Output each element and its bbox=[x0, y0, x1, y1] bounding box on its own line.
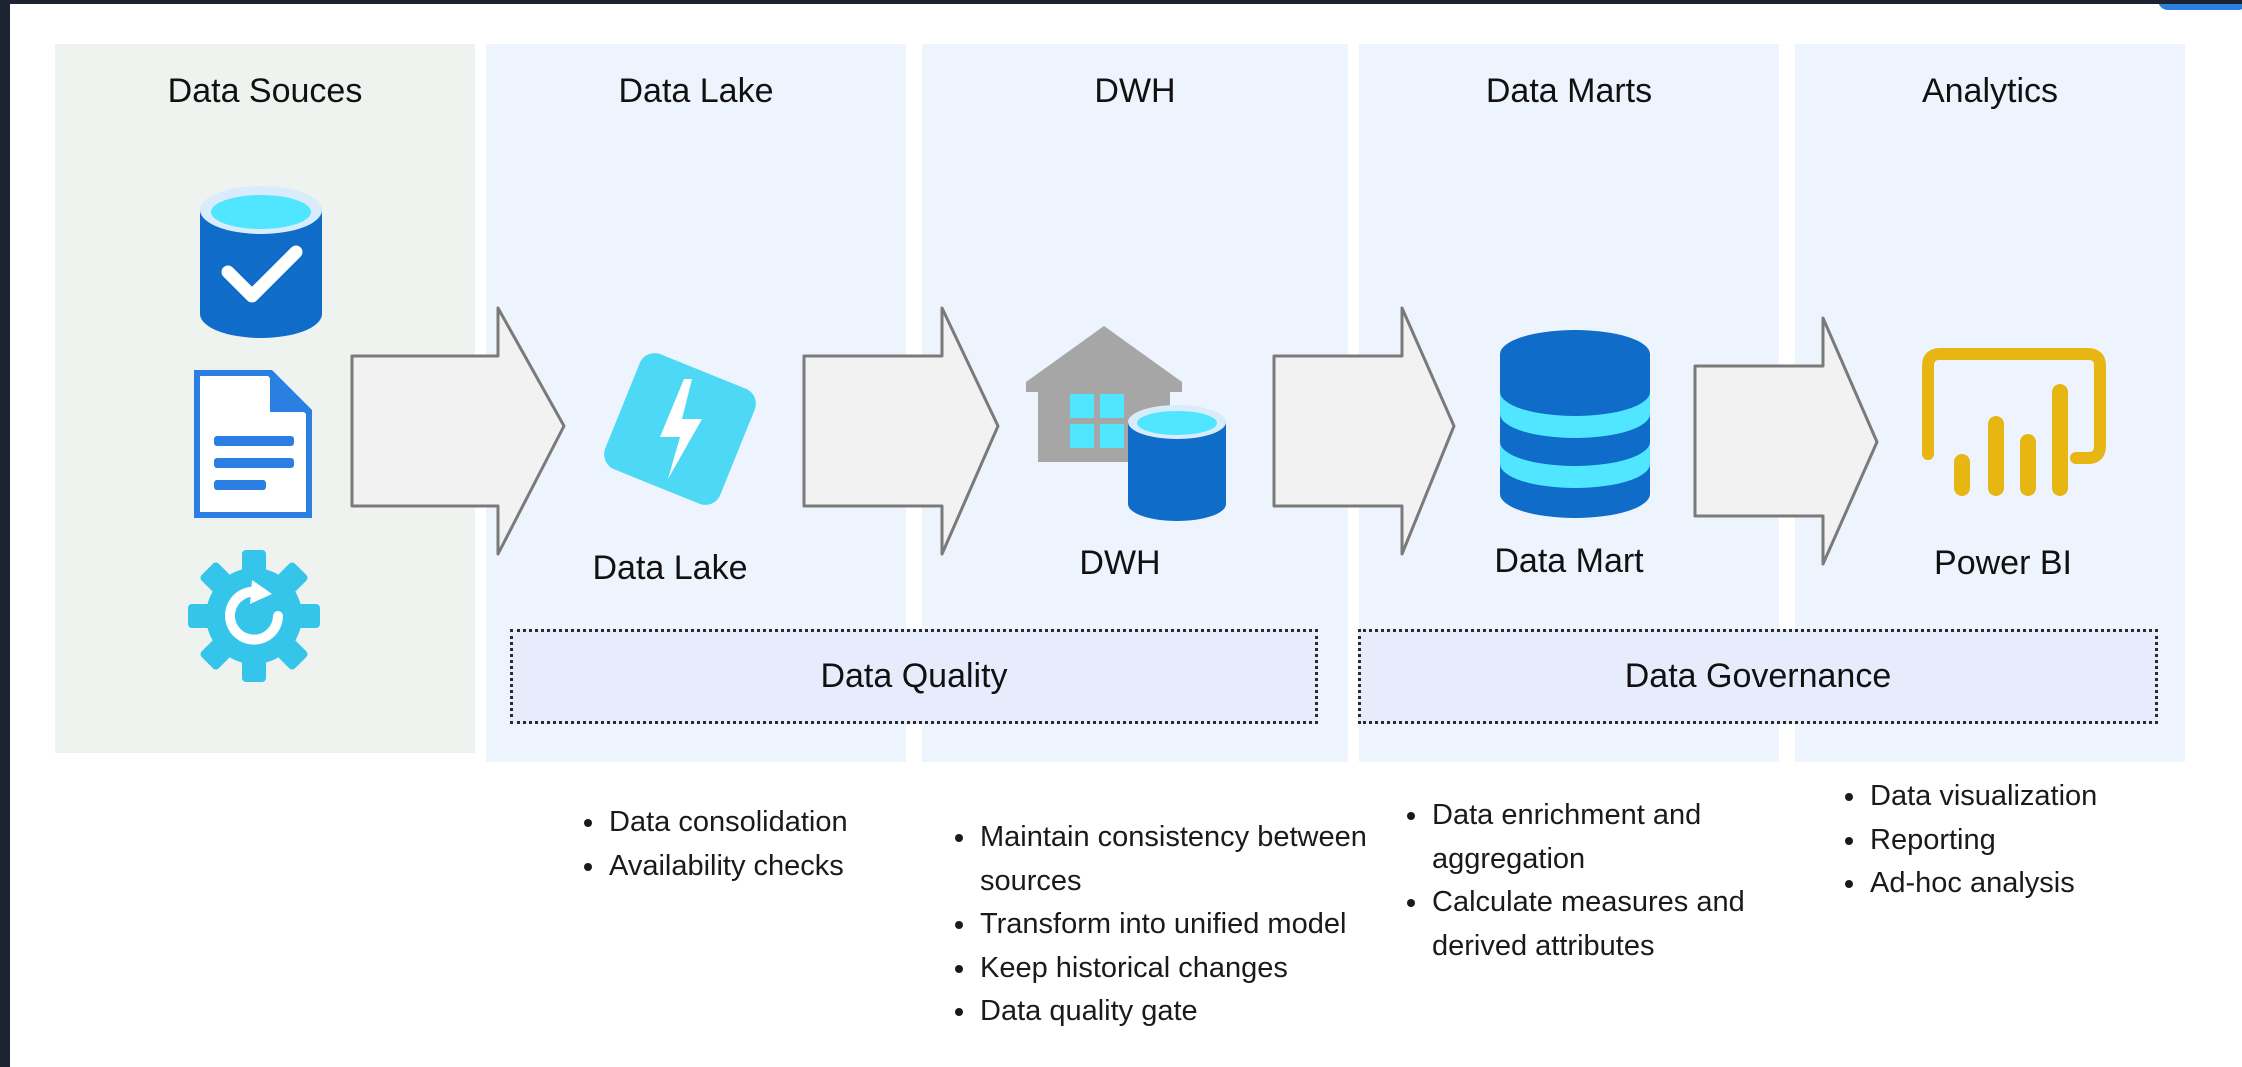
list-item: Keep historical changes bbox=[978, 947, 1410, 991]
diagram-canvas: Data Souces Data Lake DWH Data Marts Ana… bbox=[10, 4, 2242, 1067]
list-item: Transform into unified model bbox=[978, 903, 1410, 947]
data-governance-band: Data Governance bbox=[1358, 629, 2158, 724]
list-item: Reporting bbox=[1868, 819, 2242, 863]
database-check-icon bbox=[200, 186, 322, 338]
list-item: Data enrichment and aggregation bbox=[1430, 794, 1810, 881]
list-item: Availability checks bbox=[607, 845, 987, 889]
flow-arrow-3 bbox=[1272, 306, 1456, 556]
column-title-analytics: Analytics bbox=[1921, 72, 2059, 110]
stage-label-power-bi: Power BI bbox=[1934, 544, 2072, 582]
database-stack-icon bbox=[1500, 330, 1650, 518]
gear-refresh-icon bbox=[188, 550, 320, 682]
column-title-lake: Data Lake bbox=[618, 72, 774, 110]
list-item: Calculate measures and derived attribute… bbox=[1430, 881, 1810, 968]
window-corner-accent bbox=[2158, 4, 2242, 10]
document-icon bbox=[194, 370, 312, 518]
data-quality-label: Data Quality bbox=[820, 657, 1008, 695]
flow-arrow-1 bbox=[350, 306, 566, 556]
power-bi-icon bbox=[1922, 348, 2106, 496]
flow-arrow-2 bbox=[802, 306, 1000, 556]
list-item: Data consolidation bbox=[607, 801, 987, 845]
column-title-marts: Data Marts bbox=[1485, 72, 1653, 110]
column-title-dwh: DWH bbox=[1094, 72, 1176, 110]
stage-label-dwh: DWH bbox=[1079, 544, 1161, 582]
warehouse-database-icon bbox=[1026, 326, 1226, 521]
list-item: Data visualization bbox=[1868, 775, 2242, 819]
list-item: Maintain consistency between sources bbox=[978, 816, 1410, 903]
list-item: Data quality gate bbox=[978, 990, 1410, 1034]
notes-data-marts: Data enrichment and aggregation Calculat… bbox=[1388, 794, 1810, 968]
notes-dwh: Maintain consistency between sources Tra… bbox=[936, 816, 1410, 1034]
column-title-sources: Data Souces bbox=[167, 72, 363, 110]
data-lake-lightning-icon bbox=[604, 353, 756, 505]
stage-label-data-lake: Data Lake bbox=[592, 549, 748, 587]
notes-analytics: Data visualization Reporting Ad-hoc anal… bbox=[1826, 775, 2242, 906]
flow-arrow-4 bbox=[1693, 316, 1879, 566]
list-item: Ad-hoc analysis bbox=[1868, 862, 2242, 906]
notes-data-lake: Data consolidation Availability checks bbox=[565, 801, 987, 888]
data-quality-band: Data Quality bbox=[510, 629, 1318, 724]
stage-label-data-mart: Data Mart bbox=[1494, 542, 1644, 580]
data-governance-label: Data Governance bbox=[1624, 657, 1892, 695]
